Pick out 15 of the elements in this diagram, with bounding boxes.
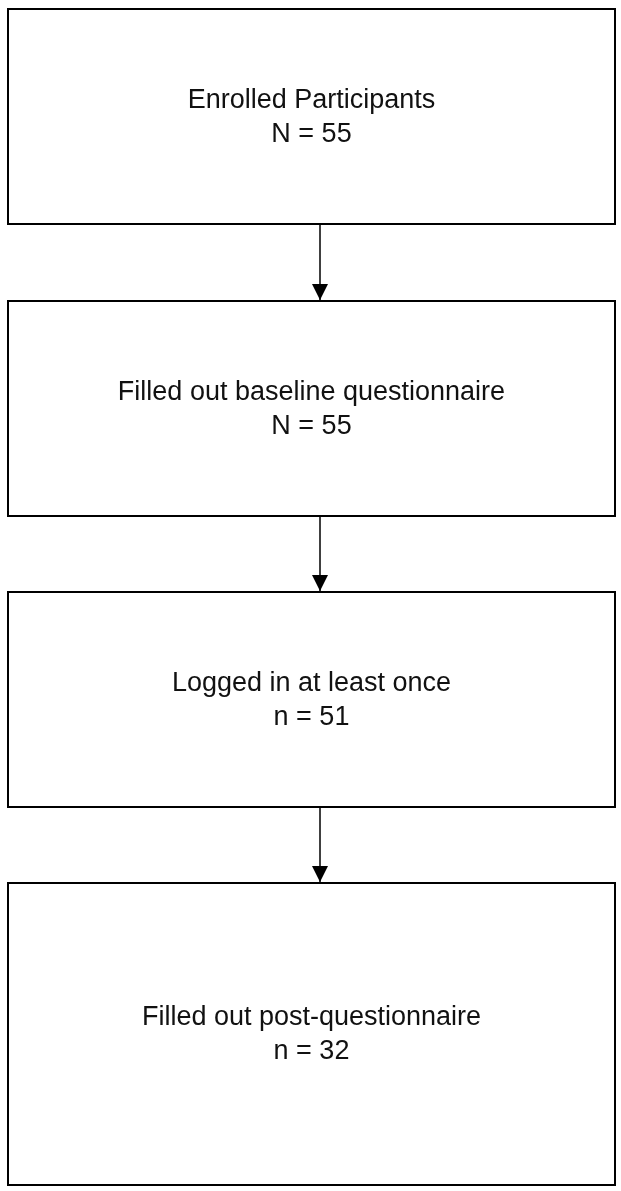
process-box [7, 591, 616, 808]
step-label: Logged in at least once [171, 665, 452, 699]
count-label: N = 55 [271, 408, 352, 442]
arrow [312, 807, 328, 883]
step-label: Enrolled Participants [187, 82, 436, 116]
count-label: n = 51 [273, 699, 350, 733]
process-box [7, 8, 616, 225]
process-box [7, 882, 616, 1186]
arrow [312, 516, 328, 592]
step-label: Filled out baseline questionnaire [117, 374, 506, 408]
process-box [7, 300, 616, 517]
count-label: N = 55 [271, 116, 352, 150]
count-label: n = 32 [273, 1034, 350, 1067]
arrow [312, 224, 328, 301]
step-label: Filled out post-questionnaire [141, 1000, 482, 1034]
